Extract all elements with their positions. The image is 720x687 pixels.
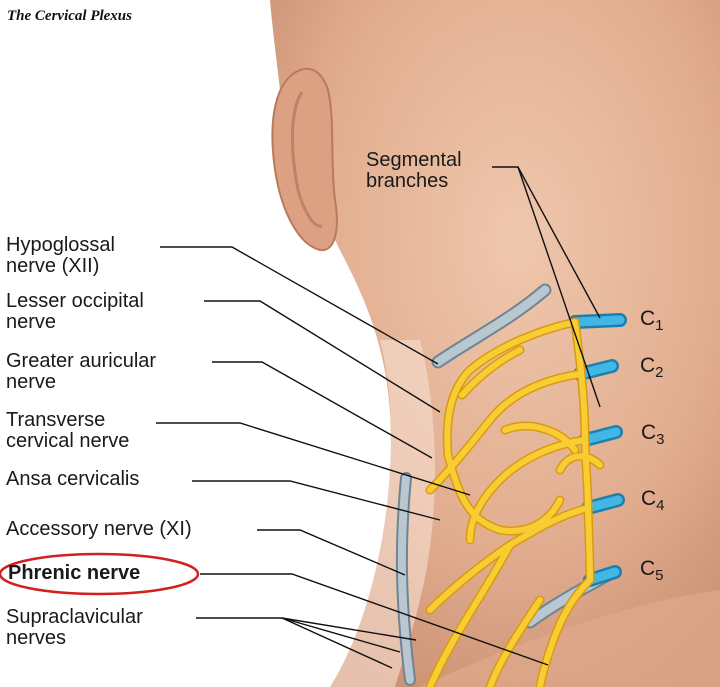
figure-title: The Cervical Plexus xyxy=(7,8,132,25)
level-c3: C3 xyxy=(641,421,665,448)
ear xyxy=(272,69,336,250)
label-ansa-cervicalis: Ansa cervicalis xyxy=(6,469,139,490)
label-phrenic-nerve: Phrenic nerve xyxy=(8,563,140,584)
level-c2: C2 xyxy=(640,354,664,381)
level-c4: C4 xyxy=(641,487,665,514)
label-accessory-nerve: Accessory nerve (XI) xyxy=(6,519,192,540)
level-c1: C1 xyxy=(640,307,664,334)
level-c5: C5 xyxy=(640,557,664,584)
